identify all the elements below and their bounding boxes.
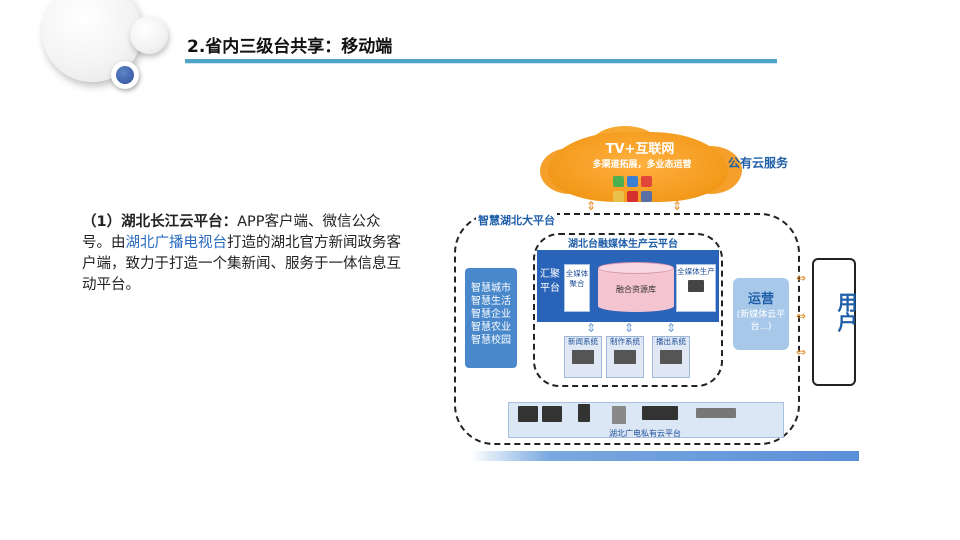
app-icon-video — [627, 191, 638, 202]
user-box: 用户 — [812, 258, 858, 386]
body-heading: （1）湖北长江云平台： — [82, 214, 238, 230]
server-icon — [518, 406, 538, 422]
news-system-box: 新闻系统 — [564, 336, 602, 378]
media-cloud-platform-border — [533, 233, 723, 387]
body-rest: 打造的湖北官方新闻政务客户端，致力于打造一个集新闻、服务于一体信息互动平台。 — [82, 235, 401, 293]
internet-cloud — [548, 132, 728, 202]
app-icon-browser — [627, 176, 638, 187]
operations-subtitle: (新媒体云平台...) — [736, 310, 786, 332]
smart-hubei-platform-label: 智慧湖北大平台 — [476, 212, 557, 228]
arrow-play: ⇕ — [666, 321, 677, 335]
smart-services-box: 智慧城市 智慧生活 智慧企业 智慧农业 智慧校园 — [465, 268, 517, 368]
app-icon-wechat — [613, 176, 624, 187]
title-underline — [185, 59, 777, 63]
arrow-cloud-left: ⇕ — [586, 199, 597, 213]
cloud-title: TV+互联网 — [605, 142, 675, 157]
user-label: 用户 — [834, 292, 858, 332]
production-system-label: 制作系统 — [610, 337, 640, 346]
app-icon-weibo — [641, 176, 652, 187]
arrow-news: ⇕ — [586, 321, 597, 335]
arrow-user-top: ⇔ — [796, 271, 807, 285]
app-icon-news — [641, 191, 652, 202]
resource-library-label: 融合资源库 — [616, 285, 656, 294]
all-media-produce-box: 全媒体生产 — [676, 264, 716, 312]
broadcast-system-label: 播出系统 — [656, 337, 686, 346]
cloud-subtitle: 多渠道拓展，多业态运营 — [592, 160, 692, 170]
body-line1: APP客户端、微信公众号。由 — [82, 214, 381, 251]
body-paragraph: （1）湖北长江云平台：APP客户端、微信公众号。由湖北广播电视台打造的湖北官方新… — [82, 212, 402, 296]
public-cloud-label: 公有云服务 — [728, 156, 789, 170]
all-media-aggregate-box: 全媒体聚合 — [564, 264, 590, 312]
resource-library-cylinder: 融合资源库 — [598, 262, 674, 312]
arrow-user-bottom: ⇔ — [796, 345, 807, 359]
diagram-bottom-bar — [471, 451, 859, 461]
smart-item: 智慧城市 — [471, 283, 511, 294]
tablet-icon — [688, 280, 704, 292]
broadcast-system-box: 播出系统 — [652, 336, 690, 378]
smart-hubei-platform-border — [454, 213, 800, 445]
converge-platform-label: 汇聚平台 — [540, 269, 560, 294]
server-tower-icon — [612, 406, 626, 424]
operations-box: 运营 (新媒体云平台...) — [733, 278, 789, 350]
server-icon — [542, 406, 562, 422]
smart-item: 智慧校园 — [471, 335, 511, 346]
arrow-make: ⇕ — [624, 321, 635, 335]
smart-item: 智慧生活 — [471, 296, 511, 307]
app-icon-mail — [613, 191, 624, 202]
smart-item: 智慧企业 — [471, 309, 511, 320]
decorative-circle-small — [130, 16, 168, 54]
rack-server-icon — [642, 406, 678, 420]
media-cloud-platform-label: 湖北台融媒体生产云平台 — [568, 239, 678, 250]
news-system-label: 新闻系统 — [568, 337, 598, 346]
private-cloud-label: 湖北广电私有云平台 — [609, 429, 681, 438]
production-system-box: 制作系统 — [606, 336, 644, 378]
switch-icon — [696, 408, 736, 418]
server-tower-icon — [578, 404, 590, 422]
smart-item: 智慧农业 — [471, 322, 511, 333]
body-highlight: 湖北广播电视台 — [125, 235, 228, 251]
decorative-circle-blue — [111, 61, 139, 89]
arrow-cloud-right: ⇕ — [672, 199, 683, 213]
title-underline-shadow — [185, 63, 777, 64]
arrow-user-mid: ⇔ — [796, 309, 807, 323]
all-media-produce-label: 全媒体生产 — [677, 267, 715, 276]
operations-title: 运营 — [747, 292, 774, 307]
slide-title: 2.省内三级台共享：移动端 — [187, 37, 393, 57]
